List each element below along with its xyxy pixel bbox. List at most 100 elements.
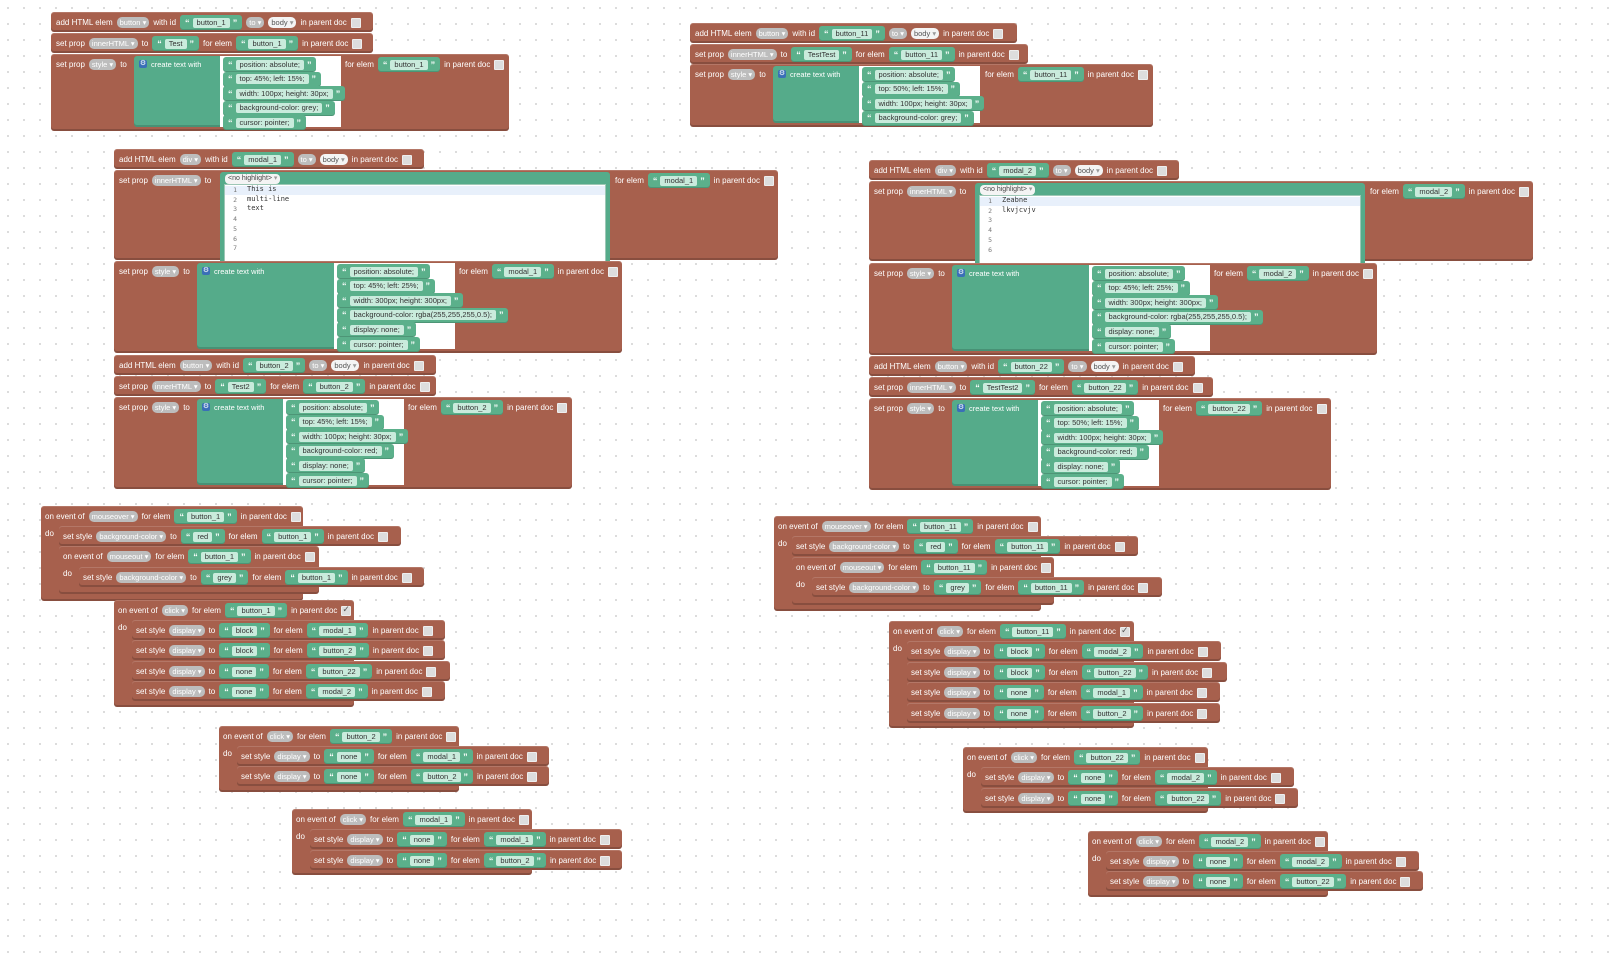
text-value[interactable]: background-color: red;	[1053, 447, 1137, 458]
dropdown[interactable]: display	[169, 666, 205, 677]
dropdown[interactable]: to	[309, 360, 328, 371]
text-value[interactable]: modal_2	[1415, 186, 1453, 197]
text-value[interactable]: button_11	[831, 28, 873, 39]
text-value[interactable]: top: 45%; left: 15%;	[298, 417, 372, 428]
text-block[interactable]: “grey”	[933, 580, 982, 595]
dropdown[interactable]: background-color	[849, 582, 920, 593]
checkbox[interactable]	[1041, 562, 1052, 573]
text-block[interactable]: “button_1”	[377, 57, 441, 72]
text-value[interactable]: button_11	[901, 49, 942, 60]
dropdown[interactable]: click	[936, 626, 964, 637]
checkbox[interactable]	[422, 625, 433, 636]
checkbox[interactable]	[607, 266, 618, 277]
dropdown[interactable]: display	[944, 687, 980, 698]
text-value[interactable]: button_2	[315, 381, 353, 392]
text-block[interactable]: “none”	[324, 769, 374, 784]
checkbox[interactable]	[1138, 582, 1149, 593]
text-value[interactable]: modal_2	[1259, 268, 1297, 279]
text-block[interactable]: “button_22”	[305, 664, 373, 679]
text-value[interactable]: button_2	[423, 771, 461, 782]
text-value[interactable]: top: 45%; left: 25%;	[1104, 283, 1178, 294]
text-block[interactable]: “button_22”	[1279, 874, 1347, 889]
text-block[interactable]: “background-color: red;”	[286, 443, 395, 459]
dropdown[interactable]: display	[274, 771, 310, 782]
text-block[interactable]: “red”	[180, 529, 225, 544]
dropdown[interactable]: display	[1143, 856, 1179, 867]
checkbox[interactable]	[1362, 268, 1373, 279]
checkbox[interactable]	[1197, 646, 1208, 657]
text-value[interactable]: modal_2	[1167, 772, 1205, 783]
text-value[interactable]: background-color: rgba(255,255,255,0.5);	[1104, 312, 1251, 323]
text-value[interactable]: width: 100px; height: 30px;	[874, 98, 972, 109]
text-block[interactable]: “modal_1”	[1080, 685, 1143, 700]
checkbox[interactable]	[1114, 541, 1125, 552]
text-block[interactable]: “button_11”	[1017, 67, 1084, 82]
text-block[interactable]: “button_22”	[1195, 401, 1263, 416]
code-line[interactable]: Zeabne	[1002, 196, 1028, 204]
text-value[interactable]: button_22	[318, 666, 360, 677]
dropdown[interactable]: button	[116, 17, 150, 28]
checkbox[interactable]	[413, 360, 424, 371]
text-block[interactable]: “display: none;”	[337, 322, 417, 338]
text-block[interactable]: “modal_1”	[483, 832, 546, 847]
text-value[interactable]: top: 50%; left: 15%;	[874, 84, 948, 95]
text-value[interactable]: width: 100px; height: 30px;	[1053, 432, 1151, 443]
text-block[interactable]: “display: none;”	[286, 458, 366, 474]
text-block[interactable]: “none”	[994, 706, 1044, 721]
text-block[interactable]: “none”	[1068, 770, 1118, 785]
text-value[interactable]: background-color: grey;	[235, 103, 323, 114]
text-value[interactable]: display: none;	[1104, 326, 1159, 337]
text-block[interactable]: “button_22”	[1154, 791, 1222, 806]
text-value[interactable]: button_1	[192, 17, 230, 28]
dropdown[interactable]: display	[274, 751, 310, 762]
text-block[interactable]: “position: absolute;”	[1041, 401, 1135, 416]
text-value[interactable]: block	[1006, 667, 1033, 678]
checkbox[interactable]	[1172, 361, 1183, 372]
checkbox[interactable]	[421, 686, 432, 697]
dropdown[interactable]: button	[755, 28, 789, 39]
text-value[interactable]: modal_2	[1094, 646, 1131, 657]
highlight-dropdown[interactable]: <no highlight>	[225, 174, 281, 184]
text-value[interactable]: button_22	[1086, 752, 1128, 763]
text-block[interactable]: “none”	[1193, 874, 1243, 889]
dropdown[interactable]: button	[934, 361, 968, 372]
dropdown[interactable]: display	[169, 686, 205, 697]
text-block[interactable]: “position: absolute;”	[286, 400, 380, 415]
text-value[interactable]: grey	[946, 582, 969, 593]
text-value[interactable]: button_11	[1007, 541, 1048, 552]
text-value[interactable]: button_2	[453, 402, 491, 413]
checkbox[interactable]	[600, 855, 611, 866]
text-block[interactable]: “Test”	[152, 36, 200, 51]
text-block[interactable]: “width: 100px; height: 30px;”	[862, 96, 985, 112]
text-block[interactable]: “cursor: pointer;”	[1092, 339, 1176, 354]
text-value[interactable]: top: 45%; left: 15%;	[235, 74, 309, 85]
text-block[interactable]: “button_11”	[994, 539, 1061, 554]
text-block[interactable]: “cursor: pointer;”	[223, 115, 307, 131]
checkbox[interactable]	[1194, 752, 1205, 763]
text-value[interactable]: button_1	[186, 511, 225, 522]
text-value[interactable]: button_22	[1084, 382, 1126, 393]
text-value[interactable]: position: absolute;	[1053, 403, 1122, 414]
text-value[interactable]: button_11	[1030, 582, 1072, 593]
checkbox[interactable]	[1192, 382, 1203, 393]
text-value[interactable]: button_22	[1208, 403, 1250, 414]
text-block[interactable]: “none”	[397, 832, 447, 847]
dropdown[interactable]: innerHTML	[151, 175, 201, 186]
dropdown[interactable]: mouseout	[106, 551, 152, 562]
text-block[interactable]: “position: absolute;”	[337, 264, 431, 279]
dropdown[interactable]: innerHTML	[151, 381, 201, 392]
code-line[interactable]: multi-line	[247, 194, 290, 203]
text-value[interactable]: button_2	[342, 731, 380, 742]
text-value[interactable]: none	[1205, 856, 1231, 867]
text-value[interactable]: block	[1006, 646, 1033, 657]
text-block[interactable]: “button_1”	[174, 509, 237, 524]
text-value[interactable]: none	[1205, 876, 1231, 887]
text-block[interactable]: “modal_2”	[1246, 266, 1309, 281]
checkbox[interactable]	[1137, 69, 1148, 80]
dropdown[interactable]: button	[179, 360, 213, 371]
dropdown[interactable]: innerHTML	[88, 38, 138, 49]
checkbox[interactable]	[557, 402, 568, 413]
dropdown[interactable]: to	[297, 154, 316, 165]
text-value[interactable]: button_11	[919, 521, 961, 532]
text-value[interactable]: button_22	[1010, 361, 1052, 372]
